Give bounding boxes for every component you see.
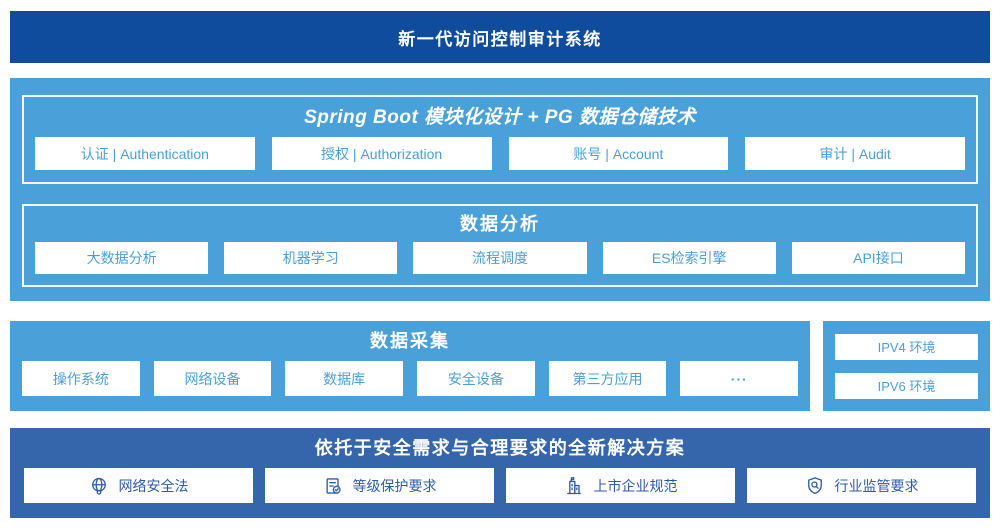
solution-cybersecurity-law: 网络安全法 [24,468,253,503]
data-analysis-title: 数据分析 [460,214,540,234]
collection-database: 数据库 [285,361,404,396]
solution-item-label: 上市企业规范 [593,477,678,494]
solution-industry-regulation: 行业监管要求 [747,468,976,503]
solution-listed-company: 上市企业规范 [506,468,735,503]
analysis-workflow-scheduling: 流程调度 [413,242,587,274]
data-collection-title: 数据采集 [370,331,450,351]
document-check-icon [323,476,343,496]
collection-operating-system: 操作系统 [22,361,140,396]
system-title-banner: 新一代访问控制审计系统 [10,11,990,63]
platform-container: Spring Boot 模块化设计 + PG 数据仓储技术 认证 | Authe… [10,78,990,301]
shield-magnifier-icon [805,476,825,496]
building-icon [564,476,584,496]
analysis-row: 大数据分析 机器学习 流程调度 ES检索引擎 API接口 [35,242,966,274]
spring-boot-modules-box: Spring Boot 模块化设计 + PG 数据仓储技术 认证 | Authe… [22,95,978,184]
solution-row: 网络安全法 等级保护要求 [24,468,976,503]
analysis-es-search-engine: ES检索引擎 [602,242,776,274]
spring-boot-modules-title: Spring Boot 模块化设计 + PG 数据仓储技术 [304,107,696,128]
middle-row: 数据采集 操作系统 网络设备 数据库 安全设备 第三方应用 ··· IPV4 环… [10,321,990,411]
data-analysis-box: 数据分析 大数据分析 机器学习 流程调度 ES检索引擎 API接口 [22,204,978,287]
module-authorization: 授权 | Authorization [271,137,492,170]
collection-third-party-app: 第三方应用 [548,361,667,396]
solution-item-label: 等级保护要求 [352,477,437,494]
collection-row: 操作系统 网络设备 数据库 安全设备 第三方应用 ··· [22,361,799,396]
module-authentication: 认证 | Authentication [35,137,255,170]
module-audit: 审计 | Audit [745,137,965,170]
data-collection-container: 数据采集 操作系统 网络设备 数据库 安全设备 第三方应用 ··· [10,321,810,411]
globe-icon [89,476,109,496]
analysis-bigdata: 大数据分析 [35,242,209,274]
diagram-content: 新一代访问控制审计系统 Spring Boot 模块化设计 + PG 数据仓储技… [10,11,990,518]
analysis-machine-learning: 机器学习 [224,242,398,274]
module-account: 账号 | Account [508,137,729,170]
solution-item-label: 行业监管要求 [834,477,919,494]
analysis-api-interface: API接口 [791,242,966,274]
solution-title: 依托于安全需求与合理要求的全新解决方案 [314,438,686,458]
solution-classified-protection: 等级保护要求 [265,468,494,503]
modules-row: 认证 | Authentication 授权 | Authorization 账… [35,137,965,170]
solution-item-label: 网络安全法 [118,477,189,494]
collection-network-device: 网络设备 [153,361,272,396]
solution-container: 依托于安全需求与合理要求的全新解决方案 网络安全法 [10,428,990,518]
ip-environments-container: IPV4 环境 IPV6 环境 [823,321,990,411]
collection-security-device: 安全设备 [417,361,535,396]
collection-more-ellipsis: ··· [680,361,799,396]
ipv4-environment: IPV4 环境 [835,333,978,360]
system-title: 新一代访问控制审计系统 [398,29,602,49]
ipv6-environment: IPV6 环境 [835,372,978,399]
